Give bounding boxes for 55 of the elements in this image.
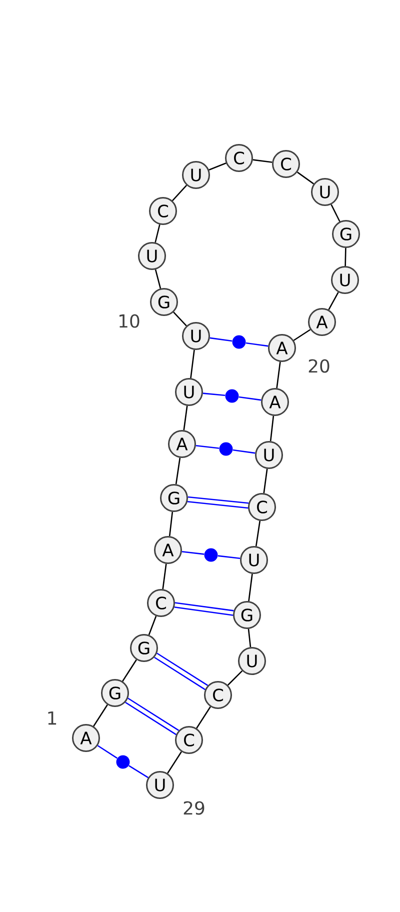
backbone-line bbox=[154, 269, 162, 289]
base-pair-dot bbox=[116, 755, 130, 769]
base-pair-line bbox=[218, 555, 240, 560]
base-pair-dot bbox=[232, 335, 246, 349]
base-pair-line bbox=[154, 656, 206, 690]
backbone-line bbox=[175, 458, 181, 484]
position-number: 20 bbox=[308, 359, 330, 373]
backbone-line bbox=[154, 224, 160, 243]
base-pair-dot bbox=[219, 442, 233, 456]
backbone-line bbox=[297, 172, 314, 184]
backbone-line bbox=[173, 312, 187, 326]
position-number: 1 bbox=[48, 711, 56, 725]
base-pair-line bbox=[128, 765, 148, 778]
base-pair-line bbox=[174, 606, 234, 616]
backbone-line bbox=[270, 416, 274, 442]
backbone-line bbox=[330, 204, 340, 222]
backbone-line bbox=[248, 628, 252, 648]
position-number: 29 bbox=[184, 801, 204, 815]
base-pair-line bbox=[210, 337, 232, 342]
backbone-line bbox=[93, 704, 108, 727]
base-pair-line bbox=[246, 342, 268, 347]
base-pair-line bbox=[238, 396, 262, 401]
backbone-line bbox=[167, 751, 182, 774]
backbone-line bbox=[293, 329, 311, 341]
backbone-line bbox=[196, 706, 211, 729]
backbone-line bbox=[263, 468, 268, 494]
backbone-line bbox=[208, 162, 226, 170]
position-number: 10 bbox=[120, 314, 140, 328]
backbone-line bbox=[162, 564, 167, 590]
base-pair-line bbox=[188, 496, 249, 504]
base-pair-line bbox=[202, 392, 226, 396]
base-pair-line bbox=[174, 602, 234, 612]
backbone-line bbox=[252, 159, 272, 163]
base-pair-dot bbox=[225, 389, 239, 403]
backbone-line bbox=[122, 659, 137, 682]
backbone-line bbox=[328, 292, 339, 310]
backbone-line bbox=[172, 184, 188, 202]
backbone-line bbox=[183, 406, 188, 430]
base-pair-line bbox=[97, 745, 118, 759]
base-pair-line bbox=[196, 444, 220, 449]
base-pair-line bbox=[187, 500, 248, 509]
backbone-line bbox=[190, 350, 195, 378]
base-pair-line bbox=[128, 698, 180, 731]
backbone-line bbox=[344, 248, 346, 266]
backbone-line bbox=[148, 616, 157, 636]
base-pair-line bbox=[232, 449, 256, 454]
base-pair-line bbox=[182, 550, 204, 555]
base-pair-line bbox=[125, 702, 176, 736]
backbone-line bbox=[227, 670, 243, 686]
base-pair-line bbox=[156, 652, 208, 686]
backbone-line bbox=[255, 520, 261, 546]
backbone-line bbox=[168, 512, 174, 536]
backbone-line bbox=[248, 574, 253, 602]
base-pair-dot bbox=[204, 548, 218, 562]
backbone-line bbox=[276, 362, 281, 388]
